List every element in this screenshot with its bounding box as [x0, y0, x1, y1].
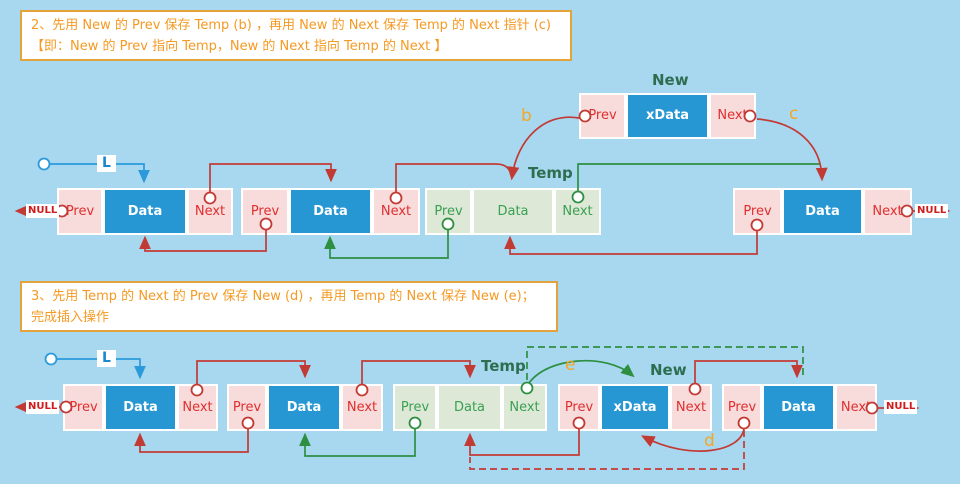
d1-null-right-label: NULL	[915, 204, 949, 218]
prev-cell: Prev	[227, 384, 267, 431]
d2-null-left-label: NULL	[26, 400, 60, 414]
d1-n4prev-to-tempdata	[504, 231, 758, 255]
d1-n2prev-to-n1data	[139, 230, 267, 252]
d2-null-right-label: NULL	[884, 400, 918, 414]
d2-temp-node: Prev Data Next	[393, 384, 547, 431]
d2-newprev-to-tempdata	[464, 428, 580, 456]
d1-node-1: Prev Data Next	[57, 188, 233, 235]
d2-n2next-to-tempdata	[361, 360, 476, 389]
d1-tempnext-socket	[571, 190, 585, 204]
d2-l-pointer-line	[57, 358, 146, 380]
d1-new-label: New	[652, 71, 689, 89]
d1-tempprev-socket	[441, 217, 455, 231]
d2-tempnext-socket	[520, 381, 534, 395]
d1-arrow-label-b: b	[521, 106, 532, 126]
d1-arrow-c-newnext-to-n4	[756, 118, 828, 182]
d2-newnext-socket	[688, 382, 702, 396]
data-cell: Data	[472, 188, 554, 235]
d1-n2prev-socket	[259, 217, 273, 231]
d2-n1next-to-n2data	[196, 360, 311, 389]
d1-arrow-label-c: c	[789, 104, 799, 124]
d2-arrow-e-tempnext-to-newdata	[528, 359, 635, 384]
d1-n1next-socket	[203, 191, 217, 205]
d2-old-n5prev-dashed	[469, 430, 745, 470]
d2-arrow-d-n5prev-to-newdata	[640, 427, 745, 452]
data-cell: Data	[762, 384, 835, 431]
d2-new-label: New	[650, 361, 687, 379]
d1-n4next-socket	[900, 204, 914, 218]
data-cell: Data	[782, 188, 863, 235]
d1-null-left-label: NULL	[26, 204, 60, 218]
d2-n2prev-to-n1data	[134, 428, 249, 453]
d2-tempprev-to-n2data	[299, 428, 416, 457]
d2-arrow-label-e: e	[565, 355, 576, 375]
data-cell: Data	[437, 384, 502, 431]
d2-n2prev-socket	[241, 416, 255, 430]
prev-cell: Prev	[241, 188, 289, 235]
data-cell: Data	[103, 188, 187, 235]
d2-n2next-socket	[355, 383, 369, 397]
data-cell: xData	[600, 384, 670, 431]
data-cell: Data	[104, 384, 177, 431]
d1-l-socket	[37, 157, 51, 171]
d2-old-tempnext-dashed	[526, 346, 804, 380]
d1-arrow-b-newprev-to-temp	[507, 116, 580, 181]
step3-line2: 完成插入操作	[31, 310, 110, 325]
data-cell: Data	[267, 384, 341, 431]
d1-n4prev-socket	[750, 218, 764, 232]
d1-tempprev-to-n2data	[324, 230, 449, 259]
d2-l-pointer-label: L	[97, 350, 116, 367]
step2-line2: 【即：New 的 Prev 指向 Temp，New 的 Next 指向 Temp…	[31, 39, 448, 54]
d1-tempnext-to-n4data	[577, 163, 820, 192]
step3-line1: 3、先用 Temp 的 Next 的 Prev 保存 New (d) ，再用 T…	[31, 289, 535, 304]
d1-l-pointer-line	[50, 163, 150, 184]
prev-cell: Prev	[393, 384, 437, 431]
d2-n1prev-socket	[59, 400, 73, 414]
prev-cell: Prev	[733, 188, 782, 235]
d2-newnext-to-n5data	[694, 360, 803, 386]
d2-temp-label: Temp	[481, 357, 526, 375]
d2-n5prev-socket	[737, 416, 751, 430]
d1-n1next-to-n2data	[209, 163, 337, 193]
d1-n2next-socket	[389, 191, 403, 205]
d2-newprev-socket	[572, 416, 586, 430]
d2-l-socket	[44, 352, 58, 366]
d2-arrow-label-d: d	[704, 431, 715, 451]
step2-annotation-box: 2、先用 New 的 Prev 保存 Temp (b) ，再用 New 的 Ne…	[20, 10, 572, 61]
step3-annotation-box: 3、先用 Temp 的 Next 的 Prev 保存 New (d) ，再用 T…	[20, 281, 558, 332]
d1-n2next-to-tempdata	[395, 163, 512, 193]
step2-line1: 2、先用 New 的 Prev 保存 Temp (b) ，再用 New 的 Ne…	[31, 18, 552, 33]
d1-node-2: Prev Data Next	[241, 188, 420, 235]
d1-newprev-socket	[578, 109, 592, 123]
next-cell: Next	[670, 384, 712, 431]
d1-temp-label: Temp	[528, 164, 573, 182]
d1-l-pointer-label: L	[97, 155, 116, 172]
d1-newnext-socket	[743, 109, 757, 123]
d1-node-4: Prev Data Next	[733, 188, 912, 235]
d2-n1next-socket	[190, 383, 204, 397]
data-cell: xData	[626, 93, 709, 139]
d2-n5next-socket	[865, 401, 879, 415]
data-cell: Data	[289, 188, 372, 235]
d2-tempprev-socket	[408, 416, 422, 430]
